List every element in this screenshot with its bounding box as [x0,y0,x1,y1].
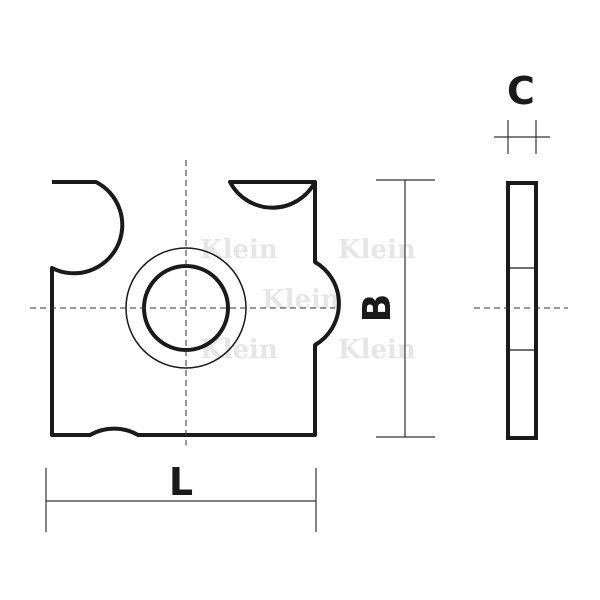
insert-outline [50,180,341,437]
watermark-text: Klein [338,335,416,365]
watermark-text: Klein [200,235,278,265]
insert-front-view [30,160,341,445]
thickness-dimension: C [494,69,550,154]
insert-side-outline [506,181,538,440]
watermark-group: Klein Klein Klein Klein Klein [200,235,416,365]
length-label: L [169,460,193,504]
watermark-text: Klein [262,285,340,315]
length-dimension: L [45,460,317,532]
insert-side-view [474,181,568,440]
watermark-text: Klein [338,235,416,265]
breadth-dimension: B [355,179,435,438]
breadth-label: B [355,294,399,323]
thickness-label: C [507,69,535,113]
